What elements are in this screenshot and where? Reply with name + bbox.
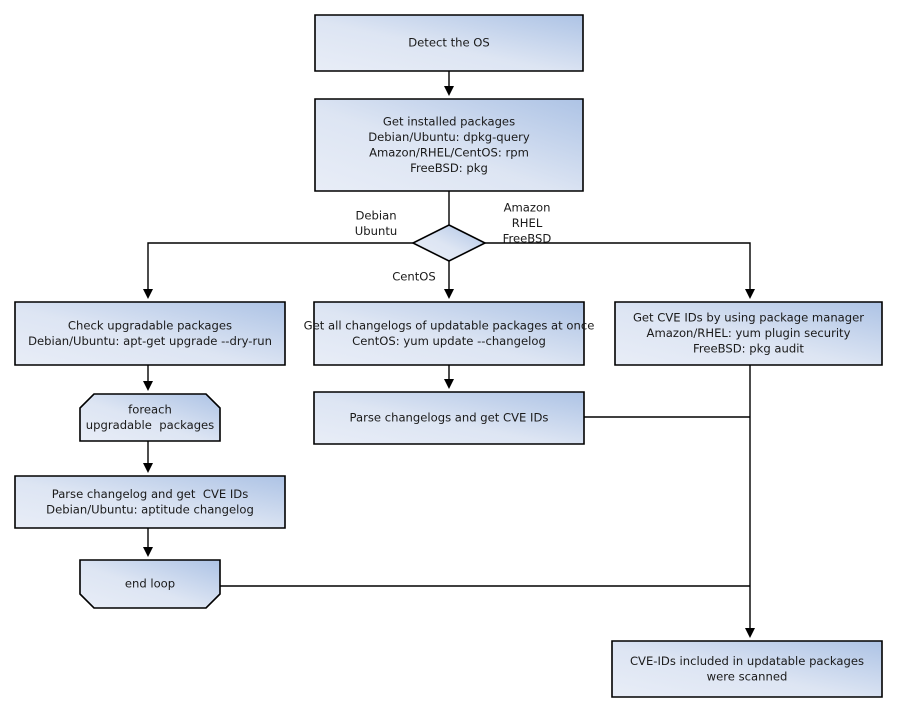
arrow-head-icon [444,86,454,96]
arrow-head-icon [444,289,454,299]
branch-label-amazon-rhel-freebsd-line-1: RHEL [512,216,543,230]
get-cve-ids-by-package-manager-label-2: FreeBSD: pkg audit [693,342,804,356]
get-all-changelogs-at-once[interactable]: Get all changelogs of updatable packages… [304,301,595,366]
edge-changelogs-to-parse-center [444,365,454,389]
get-all-changelogs-at-once-label-0: Get all changelogs of updatable packages… [304,318,595,332]
os-branch-decision[interactable] [411,224,487,262]
arrow-head-icon [143,547,153,557]
cve-ids-scanned-result[interactable]: CVE-IDs included in updatable packageswe… [611,640,883,698]
connector-layer [143,71,755,638]
parse-changelog-and-get-cve-ids-label-1: Debian/Ubuntu: aptitude changelog [46,502,254,516]
edge-decision-to-check-upgradable [143,242,413,299]
parse-changelogs-and-get-cve-ids[interactable]: Parse changelogs and get CVE IDs [313,391,585,445]
edge-foreach-to-parse [143,441,153,473]
get-installed-packages-shape [314,98,584,192]
check-upgradable-packages-label-1: Debian/Ubuntu: apt-get upgrade --dry-run [28,334,272,348]
foreach-upgradable-packages-label-0: foreach [128,402,172,416]
edge-detect-to-packages [444,71,454,96]
check-upgradable-packages-shape [14,301,286,366]
branch-label-amazon-rhel-freebsd-line-0: Amazon [504,201,551,215]
end-loop[interactable]: end loop [79,559,221,609]
detect-the-os[interactable]: Detect the OS [314,14,584,72]
arrow-head-icon [745,289,755,299]
edge-parse-to-endloop [143,528,153,557]
get-cve-ids-by-package-manager-label-1: Amazon/RHEL: yum plugin security [647,326,851,340]
get-cve-ids-by-package-manager-shape [614,301,883,366]
check-upgradable-packages-label-0: Check upgradable packages [68,318,232,332]
branch-label-amazon-rhel-freebsd-line-2: FreeBSD [503,232,552,246]
arrow-head-icon [143,463,153,473]
detect-the-os-shape [314,14,584,72]
os-branch-decision-shape [411,224,487,262]
edge-check-to-foreach [143,365,153,391]
get-all-changelogs-at-once-label-1: CentOS: yum update --changelog [352,334,546,348]
parse-changelog-and-get-cve-ids-label-0: Parse changelog and get CVE IDs [52,487,249,501]
branch-label-debian-ubuntu-line-1: Ubuntu [355,224,397,238]
end-loop-shape [79,559,221,609]
arrow-head-icon [745,628,755,638]
branch-label-centos-line-0: CentOS [392,270,436,284]
arrow-head-icon [143,381,153,391]
get-cve-ids-by-package-manager-label-0: Get CVE IDs by using package manager [633,311,864,325]
get-installed-packages-label-0: Get installed packages [383,114,515,128]
get-installed-packages-label-2: Amazon/RHEL/CentOS: rpm [369,145,529,159]
arrow-head-icon [143,289,153,299]
parse-changelog-and-get-cve-ids-shape [14,475,286,529]
branch-label-centos: CentOS [392,270,436,284]
parse-changelog-and-get-cve-ids[interactable]: Parse changelog and get CVE IDsDebian/Ub… [14,475,286,529]
end-loop-label-0: end loop [125,577,175,591]
edge-pkgmgr-to-result [745,365,755,638]
check-upgradable-packages[interactable]: Check upgradable packagesDebian/Ubuntu: … [14,301,286,366]
edge-decision-to-changelogs [444,261,454,299]
get-cve-ids-by-package-manager[interactable]: Get CVE IDs by using package managerAmaz… [614,301,883,366]
foreach-upgradable-packages-shape [79,393,221,442]
get-all-changelogs-at-once-shape [313,301,585,366]
parse-changelogs-and-get-cve-ids-shape [313,391,585,445]
edge-decision-to-pkgmgr [485,242,755,299]
arrow-head-icon [444,379,454,389]
get-installed-packages-label-1: Debian/Ubuntu: dpkg-query [368,130,530,144]
detect-the-os-label-0: Detect the OS [408,36,490,50]
parse-changelogs-and-get-cve-ids-label-0: Parse changelogs and get CVE IDs [350,411,549,425]
branch-label-debian-ubuntu-line-0: Debian [355,209,396,223]
cve-ids-scanned-result-shape [611,640,883,698]
node-layer: Detect the OS Get installed packagesDebia… [14,14,883,698]
get-installed-packages-label-3: FreeBSD: pkg [410,161,488,175]
cve-ids-scanned-result-label-0: CVE-IDs included in updatable packages [630,654,864,668]
foreach-upgradable-packages-label-1: upgradable packages [86,418,214,432]
foreach-upgradable-packages[interactable]: foreach upgradable packages [79,393,221,442]
cve-ids-scanned-result-label-1: were scanned [707,669,788,683]
